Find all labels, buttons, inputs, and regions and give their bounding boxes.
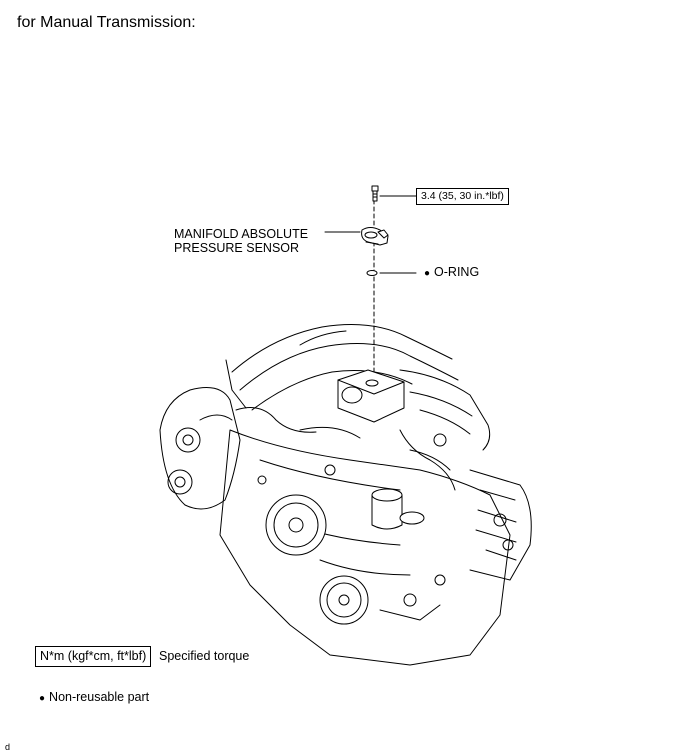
engine-assembly-illustration bbox=[159, 324, 532, 666]
page-title: for Manual Transmission: bbox=[17, 14, 196, 31]
legend-torque-desc: Specified torque bbox=[159, 649, 250, 663]
sensor-label-line2: PRESSURE SENSOR bbox=[174, 241, 300, 255]
figure-code: d bbox=[5, 742, 11, 752]
nonreusable-bullet-icon: ● bbox=[424, 268, 431, 279]
torque-spec-box: 3.4 (35, 30 in.*lbf) bbox=[416, 188, 509, 205]
legend-nonreusable: ●Non-reusable part bbox=[39, 690, 149, 706]
oring-label-text: O-RING bbox=[434, 265, 480, 279]
legend-nonreusable-desc: Non-reusable part bbox=[49, 690, 150, 704]
oring-label: ●O-RING bbox=[424, 265, 479, 281]
legend-torque-box: N*m (kgf*cm, ft*lbf) bbox=[35, 646, 152, 667]
o-ring-icon bbox=[366, 270, 378, 276]
pressure-sensor-icon bbox=[361, 227, 389, 246]
bolt-icon bbox=[371, 185, 379, 202]
sensor-label-line1: MANIFOLD ABSOLUTE bbox=[174, 227, 309, 241]
legend-bullet-icon: ● bbox=[39, 693, 46, 704]
